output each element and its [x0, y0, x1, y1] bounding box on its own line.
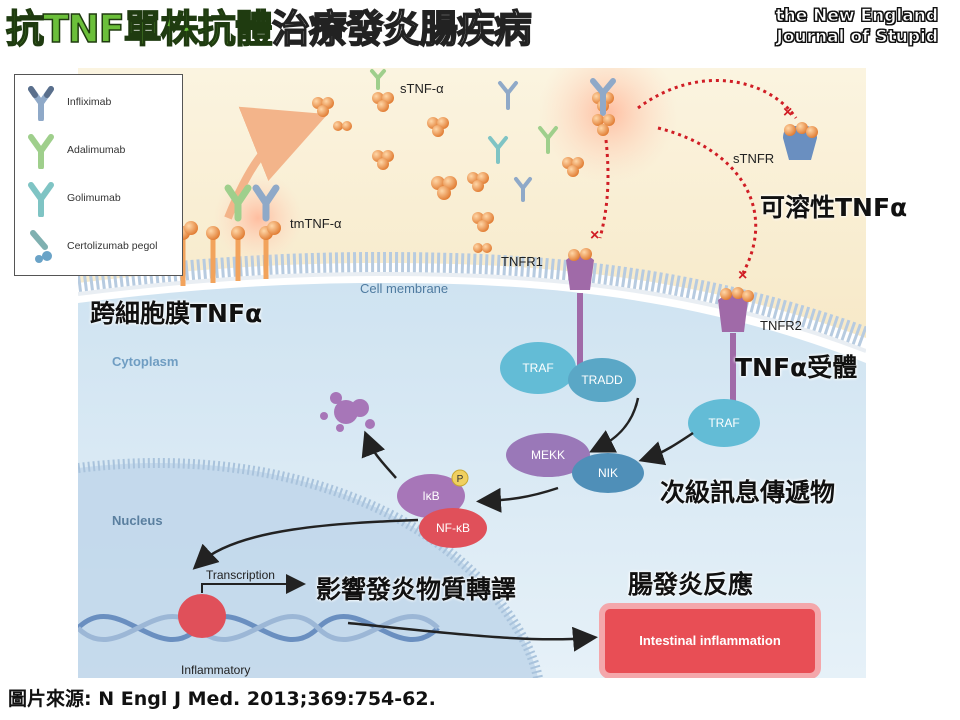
legend-label-certolizumab: Certolizumab pegol — [67, 240, 158, 252]
intestinal-inflammation-box — [599, 603, 821, 678]
stnfr-receptor — [783, 122, 818, 160]
cytoplasm-label: Cytoplasm — [112, 354, 178, 369]
traf-node-1 — [500, 342, 576, 394]
transcription-arrow — [201, 574, 306, 594]
dna-strand-2 — [78, 613, 440, 643]
annotation-inflammation-response: 腸發炎反應 — [628, 570, 754, 599]
cell-membrane-core — [78, 271, 866, 353]
stnfr-label: sTNFR — [733, 151, 774, 166]
annotation-tnf-receptor: TNFα受體 — [735, 353, 858, 382]
legend-item-adalimumab: Adalimumab — [15, 127, 182, 175]
phosphate-label: P — [457, 474, 464, 485]
traf-node-2 — [688, 399, 760, 447]
free-antibodies — [370, 69, 558, 202]
transcription-complex — [178, 594, 226, 638]
intestinal-inflammation-label: Intestinal inflammation — [639, 633, 781, 648]
infliximab-antibody-icon — [28, 86, 54, 121]
arrow-to-inflammation — [347, 621, 598, 652]
mekk-label: MEKK — [531, 448, 565, 462]
arrow-traf-to-nik — [638, 431, 694, 466]
journal-logo: the New England Journal of Stupid — [748, 6, 938, 48]
arrow-tradd-to-mekk — [589, 397, 640, 453]
traf-label-1: TRAF — [522, 361, 553, 375]
tnfr2-receptor — [718, 287, 754, 403]
stnf-trimers — [312, 92, 614, 253]
ikb-label: IκB — [422, 489, 439, 503]
block-mark-tnfr2: × — [738, 267, 747, 284]
golimumab-antibody-icon — [28, 182, 54, 217]
title-white-part: 治療發炎腸疾病 — [271, 6, 533, 52]
image-citation: 圖片來源: N Engl J Med. 2013;369:754-62. — [8, 688, 436, 710]
tnf-signaling-diagram: tmTNF-α sTNF-α sTNFR × × × TNFR1 TNFR2 C… — [78, 68, 866, 678]
arrow-ikb-degradation — [361, 430, 397, 479]
tradd-node — [568, 358, 636, 402]
block-mark-tnfr1: × — [590, 227, 599, 244]
annotation-second-messenger: 次級訊息傳遞物 — [660, 478, 836, 507]
journal-logo-line1: the New England — [775, 6, 938, 27]
title-green-part: 抗TNF單株抗體 — [5, 6, 273, 52]
annotation-soluble-tnf: 可溶性TNFα — [760, 193, 908, 222]
tradd-label: TRADD — [581, 373, 623, 387]
tmtnf-proteins — [176, 184, 281, 286]
cell-membrane — [78, 251, 866, 349]
cell-membrane-label: Cell membrane — [360, 281, 448, 296]
legend-item-infliximab: Infliximab — [15, 79, 182, 127]
inflammatory-label: Inflammatory — [181, 663, 250, 677]
tnfr1-receptor — [566, 248, 594, 368]
legend-label-infliximab: Infliximab — [67, 96, 112, 108]
adalimumab-antibody-icon — [28, 134, 54, 169]
certolizumab-icon — [30, 230, 52, 263]
arrow-nik-to-ikb — [476, 486, 559, 513]
stnf-label: sTNF-α — [400, 81, 444, 96]
ikb-degradation-fragments — [320, 392, 375, 432]
tnfr1-label: TNFR1 — [501, 254, 543, 269]
antibody-legend: Infliximab Adalimumab Golimumab Certoliz… — [14, 74, 183, 276]
traf-label-2: TRAF — [708, 416, 739, 430]
phosphate-node — [451, 469, 469, 487]
mekk-node — [506, 433, 590, 477]
nfkb-label: NF-κB — [436, 521, 470, 535]
legend-item-certolizumab: Certolizumab pegol — [15, 223, 182, 271]
legend-label-adalimumab: Adalimumab — [67, 144, 126, 156]
nik-label: NIK — [598, 466, 618, 480]
journal-logo-line2: Journal of Stupid — [776, 27, 938, 48]
nik-node — [572, 453, 644, 493]
transcription-label: Transcription — [206, 568, 275, 582]
page-title: 抗TNF單株抗體治療發炎腸疾病 — [5, 2, 533, 56]
inhibition-path-tnfr2 — [657, 126, 758, 274]
ikb-node — [397, 474, 465, 518]
nucleus-label: Nucleus — [112, 513, 163, 528]
tnfr2-label: TNFR2 — [760, 318, 802, 333]
block-mark-stnfr: × — [783, 104, 792, 121]
nfkb-node — [419, 508, 487, 548]
legend-item-golimumab: Golimumab — [15, 175, 182, 223]
arrow-nfkb-to-nucleus — [192, 518, 419, 570]
annotation-transcription-effect: 影響發炎物質轉譯 — [316, 575, 517, 604]
annotation-transmembrane-tnf: 跨細胞膜TNFα — [90, 299, 263, 328]
tmtnf-label: tmTNF-α — [290, 216, 342, 231]
legend-label-golimumab: Golimumab — [67, 192, 121, 204]
antibody-tnf-complex — [590, 78, 616, 136]
